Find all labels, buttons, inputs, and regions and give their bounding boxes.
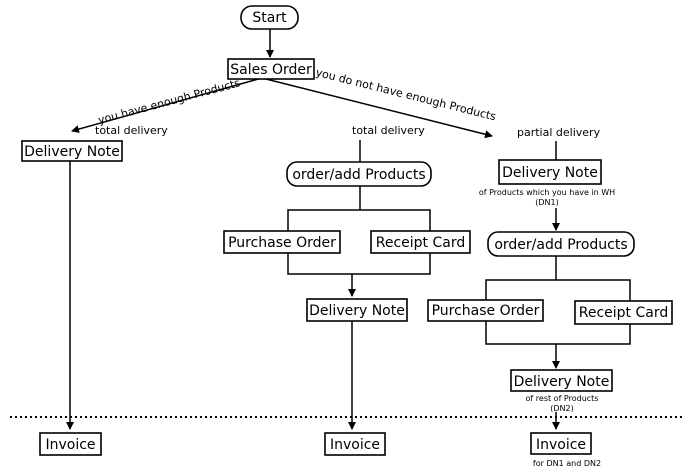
- node-order-add-mid-label: order/add Products: [292, 167, 425, 183]
- node-sales-order-label: Sales Order: [230, 62, 312, 78]
- note-dn2-line2: (DN2): [550, 404, 573, 413]
- node-start-label: Start: [252, 10, 287, 26]
- node-invoice-mid: Invoice: [324, 432, 386, 456]
- arrow-sales-order-to-right: [261, 77, 493, 139]
- edge-label-total-left: total delivery: [95, 124, 168, 137]
- fork-right-top: [485, 279, 631, 301]
- node-start: Start: [240, 5, 299, 30]
- node-receipt-card-mid: Receipt Card: [370, 230, 471, 254]
- node-invoice-right-label: Invoice: [536, 437, 586, 453]
- node-delivery-note-left-label: Delivery Note: [24, 144, 120, 160]
- node-delivery-note-mid: Delivery Note: [306, 298, 408, 322]
- node-delivery-note-dn1-label: Delivery Note: [502, 165, 598, 181]
- node-delivery-note-dn2: Delivery Note: [510, 369, 613, 392]
- note-dn2-line1: of rest of Products: [526, 394, 599, 403]
- node-order-add-right-label: order/add Products: [494, 237, 627, 253]
- edge-label-total-mid: total delivery: [352, 124, 425, 137]
- node-purchase-order-mid: Purchase Order: [223, 230, 341, 254]
- note-dn1-line1: of Products which you have in WH: [479, 188, 615, 197]
- node-purchase-order-right-label: Purchase Order: [432, 303, 540, 319]
- edge-label-enough: you have enough Products: [97, 76, 242, 127]
- node-receipt-card-right: Receipt Card: [574, 300, 673, 325]
- fork-right-bottom: [485, 321, 631, 345]
- node-purchase-order-right: Purchase Order: [427, 299, 544, 322]
- node-delivery-note-dn2-label: Delivery Note: [514, 374, 610, 390]
- node-invoice-left-label: Invoice: [45, 437, 95, 453]
- arrow-sales-order-to-left: [71, 77, 263, 133]
- node-receipt-card-mid-label: Receipt Card: [376, 235, 466, 251]
- node-delivery-note-mid-label: Delivery Note: [309, 303, 405, 319]
- edge-labels: you have enough Products you do not have…: [95, 66, 601, 139]
- node-invoice-right: Invoice: [530, 432, 592, 455]
- note-invoice-right: for DN1 and DN2: [533, 459, 601, 468]
- note-dn1-line2: (DN1): [535, 198, 558, 207]
- node-delivery-note-left: Delivery Note: [21, 140, 123, 162]
- node-invoice-left: Invoice: [39, 432, 102, 456]
- node-order-add-right: order/add Products: [487, 231, 635, 257]
- node-purchase-order-mid-label: Purchase Order: [228, 235, 336, 251]
- connectors: [10, 29, 684, 430]
- node-order-add-mid: order/add Products: [286, 161, 432, 187]
- fork-mid-bottom: [287, 253, 431, 275]
- edge-label-partial: partial delivery: [517, 126, 601, 139]
- node-delivery-note-dn1: Delivery Note: [498, 159, 602, 185]
- node-sales-order: Sales Order: [227, 58, 315, 80]
- node-receipt-card-right-label: Receipt Card: [579, 305, 669, 321]
- fork-mid-top: [287, 209, 431, 231]
- node-invoice-mid-label: Invoice: [330, 437, 380, 453]
